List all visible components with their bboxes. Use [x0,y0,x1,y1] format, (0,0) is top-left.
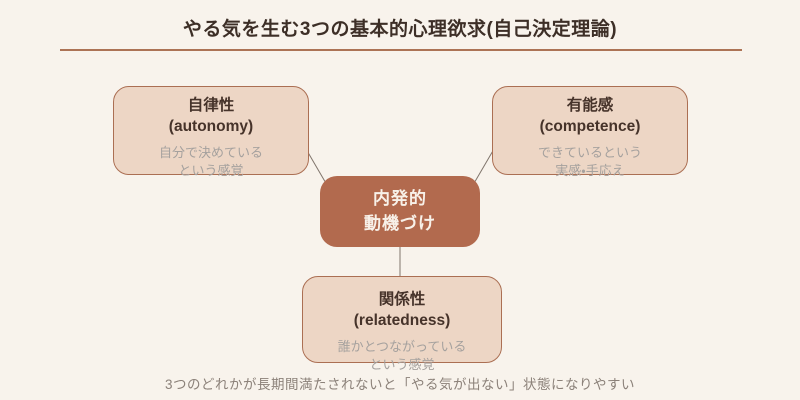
relatedness-desc-line1: 誰かとつながっている [337,338,467,354]
relatedness-desc-line2: という感覚 [369,357,435,373]
intrinsic-motivation-box: 内発的 動機づけ [320,176,480,247]
relatedness-box: 関係性 (relatedness) 誰かとつながっている という感覚 [302,276,502,372]
competence-desc-line1: できているという [537,144,642,160]
autonomy-description: 自分で決めている という感覚 [114,144,308,180]
page-title: やる気を生む3つの基本的心理欲求(自己決定理論) [182,19,618,40]
autonomy-name-ja: 自律性 [187,97,235,114]
autonomy-heading: 自律性 (autonomy) [114,96,308,138]
connector-competence-to-center [472,148,495,186]
competence-name-en: (competence) [539,117,641,135]
intrinsic-motivation-line1: 内発的 [373,188,427,208]
relatedness-heading: 関係性 (relatedness) [303,290,501,332]
competence-heading: 有能感 (competence) [493,96,687,138]
competence-name-ja: 有能感 [566,97,614,114]
autonomy-desc-line1: 自分で決めている [158,144,263,160]
relatedness-name-en: (relatedness) [353,311,451,329]
relatedness-description: 誰かとつながっている という感覚 [303,338,501,374]
footer-caption: 3つのどれかが長期間満たされないと「やる気が出ない」状態になりやすい [164,377,635,392]
autonomy-box: 自律性 (autonomy) 自分で決めている という感覚 [113,86,309,178]
relatedness-name-ja: 関係性 [378,291,426,308]
title-underline [60,49,742,51]
autonomy-name-en: (autonomy) [168,117,254,135]
competence-description: できているという 実感・手応え [493,144,687,180]
autonomy-desc-line2: という感覚 [178,163,244,179]
intrinsic-motivation-line2: 動機づけ [364,213,436,233]
competence-desc-line2: 実感・手応え [555,163,625,179]
competence-box: 有能感 (competence) できているという 実感・手応え [492,86,688,178]
connector-autonomy-to-center [305,148,328,186]
